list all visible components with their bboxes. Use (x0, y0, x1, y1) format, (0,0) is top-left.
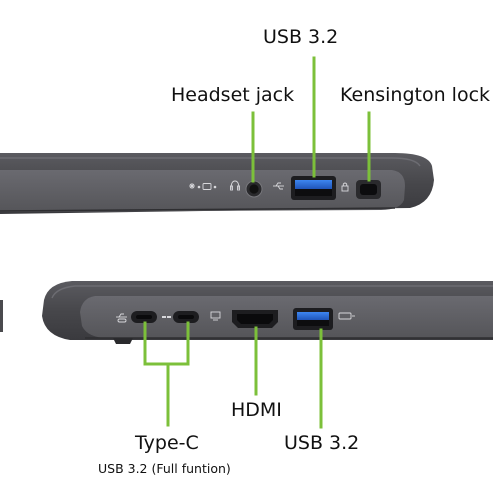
led-indicators (189, 183, 217, 190)
laptop-left-side-view (0, 153, 434, 214)
lock-icon (341, 182, 349, 192)
hdmi-port (232, 310, 278, 328)
label-kensington-lock: Kensington lock (340, 84, 491, 106)
label-headset-jack: Headset jack (171, 84, 295, 106)
cropped-laptop-edge (0, 300, 3, 332)
led-dot-icon (213, 185, 217, 189)
laptop-right-port-face (80, 296, 493, 338)
bottom-callout-lines (143, 321, 323, 429)
battery-led-icon (202, 183, 212, 190)
led-dot-icon (197, 185, 201, 189)
usb-c-separator-icon (162, 316, 171, 318)
headset-jack (245, 180, 263, 198)
headset-icon (230, 180, 240, 191)
label-usb-bottom: USB 3.2 (284, 432, 360, 454)
usb-symbol-icon (273, 182, 284, 190)
label-type-c: Type-C (135, 432, 199, 454)
laptop-right-side-view (42, 281, 493, 344)
usb-c-symbol-icon (116, 313, 127, 323)
usb-ss-icon (338, 312, 355, 320)
power-led-icon (189, 183, 195, 189)
usb-c-port-2 (173, 311, 199, 323)
usb-c-port-1 (131, 311, 157, 323)
label-usb-top: USB 3.2 (263, 26, 339, 48)
display-icon (210, 311, 221, 321)
usb-a-port (293, 308, 333, 330)
top-callout-lines (251, 56, 371, 183)
kensington-lock-slot (356, 180, 381, 199)
rubber-foot (113, 338, 133, 344)
usb-a-port (291, 176, 336, 200)
label-hdmi: HDMI (231, 399, 282, 421)
label-type-c-subtitle: USB 3.2 (Full funtion) (98, 461, 231, 476)
